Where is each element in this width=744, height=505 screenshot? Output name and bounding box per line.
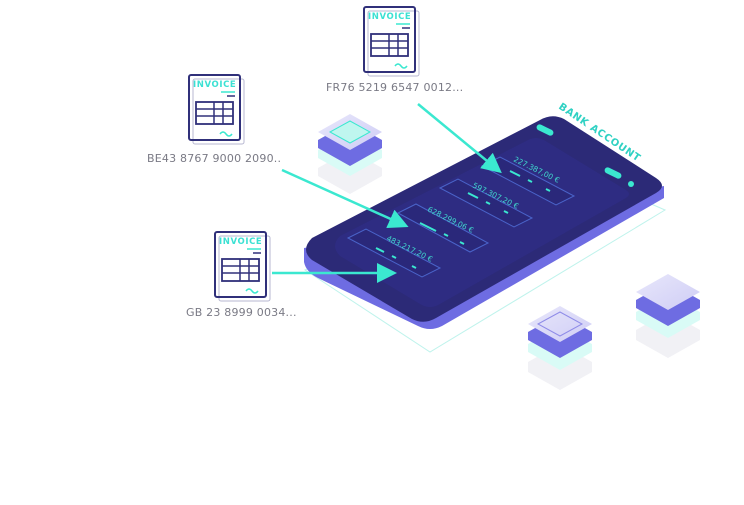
- invoice-iban: BE43 8767 9000 2090..: [147, 152, 281, 165]
- cube-top-left: [318, 114, 382, 194]
- invoice-title: INVOICE: [193, 80, 236, 90]
- phone: 227.387,00 € 597.307,20 € 628.299,06 € 4…: [303, 101, 667, 353]
- cube-right: [636, 274, 700, 358]
- invoice-title: INVOICE: [219, 237, 262, 247]
- cube-bottom-middle: [528, 306, 592, 390]
- arrow-be-to-row: [281, 168, 409, 228]
- phone-speaker: [536, 124, 554, 136]
- invoice-iban: FR76 5219 6547 0012...: [326, 81, 463, 94]
- arrow-fr-to-row: [417, 103, 502, 174]
- phone-indicator: [604, 167, 622, 179]
- invoice-be: INVOICE: [188, 74, 245, 145]
- phone-camera: [628, 181, 634, 187]
- invoice-title: INVOICE: [368, 12, 411, 22]
- invoice-iban: GB 23 8999 0034...: [186, 306, 297, 319]
- invoice-gb: INVOICE: [214, 231, 271, 302]
- invoice-fr: INVOICE: [363, 6, 420, 77]
